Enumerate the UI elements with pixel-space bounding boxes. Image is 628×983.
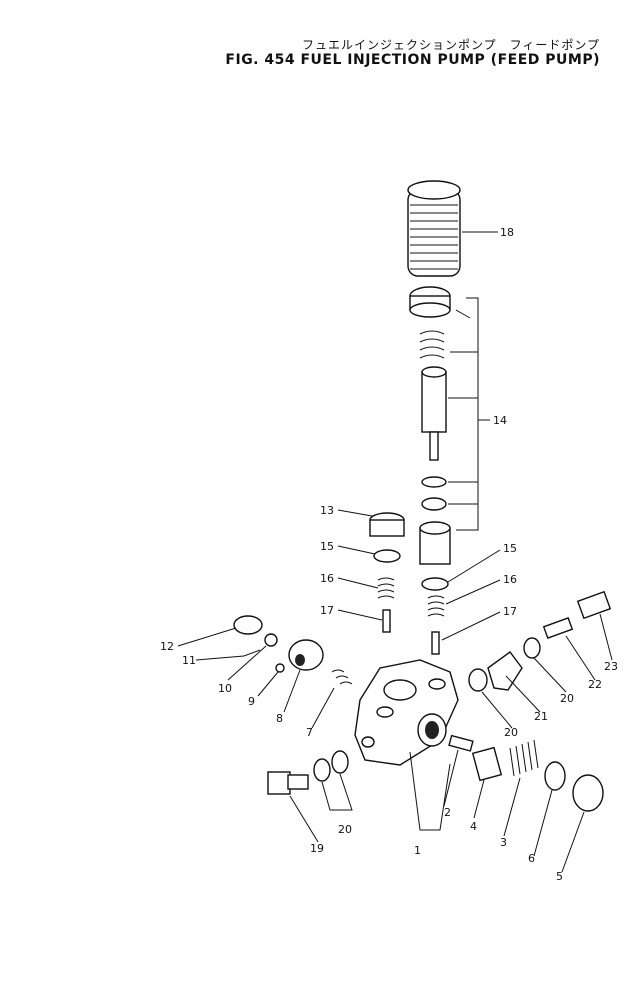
callout-4: 4: [470, 820, 477, 833]
callout-20-mid: 20: [504, 726, 518, 739]
callout-16-right: 16: [503, 573, 517, 586]
callout-9: 9: [248, 695, 255, 708]
piston-assembly: [409, 286, 471, 565]
bolt-19-shank: [287, 774, 309, 790]
washer-20-c: [468, 668, 488, 692]
callout-1: 1: [414, 844, 421, 857]
spring-left: [377, 577, 395, 599]
washer-6: [544, 761, 566, 791]
spring-7: [331, 669, 353, 685]
washer-20-a: [313, 758, 331, 782]
callout-14: 14: [493, 414, 507, 427]
callout-15-left: 15: [320, 540, 334, 553]
callout-10: 10: [218, 682, 232, 695]
callout-23: 23: [604, 660, 618, 673]
valve-left: [382, 609, 391, 633]
sleeve-4: [471, 746, 503, 782]
figure-title: FIG. 454 FUEL INJECTION PUMP (FEED PUMP): [225, 52, 600, 68]
bolt-19: [267, 771, 291, 795]
callout-8: 8: [276, 712, 283, 725]
pin-11: [243, 649, 261, 657]
washer-right-15: [421, 577, 449, 591]
callout-6: 6: [528, 852, 535, 865]
pump-body: [354, 659, 459, 766]
bellows-cover: [407, 180, 461, 277]
pin-2: [448, 734, 474, 752]
callout-15-right: 15: [503, 542, 517, 555]
spring-right: [427, 595, 445, 617]
callout-2: 2: [444, 806, 451, 819]
title-japanese: フュエルインジェクションポンプ フィードポンプ: [301, 38, 600, 52]
callout-18: 18: [500, 226, 514, 239]
washer-10: [264, 633, 278, 647]
callout-3: 3: [500, 836, 507, 849]
callout-17-right: 17: [503, 605, 517, 618]
elbow-21: [487, 651, 523, 691]
washer-20-d: [523, 637, 541, 659]
cap-8-hole: [295, 654, 305, 666]
callout-21: 21: [534, 710, 548, 723]
callout-12: 12: [160, 640, 174, 653]
callout-19: 19: [310, 842, 324, 855]
callout-22: 22: [588, 678, 602, 691]
callout-7: 7: [306, 726, 313, 739]
valve-right: [431, 631, 440, 655]
callout-13: 13: [320, 504, 334, 517]
callout-5: 5: [556, 870, 563, 883]
leader-lines: [177, 231, 613, 873]
washer-20-b: [331, 750, 349, 774]
callout-16-left: 16: [320, 572, 334, 585]
plug: [369, 512, 405, 563]
connector-22: [542, 617, 574, 639]
snap-ring: [233, 615, 263, 635]
screw-9: [275, 663, 285, 673]
bolt-23: [576, 590, 612, 620]
plug-5: [572, 774, 604, 812]
callout-20-right: 20: [560, 692, 574, 705]
cap-8: [288, 639, 324, 671]
callout-20-left: 20: [338, 823, 352, 836]
spring-3: [509, 739, 539, 777]
callout-11: 11: [182, 654, 196, 667]
callout-17-left: 17: [320, 604, 334, 617]
